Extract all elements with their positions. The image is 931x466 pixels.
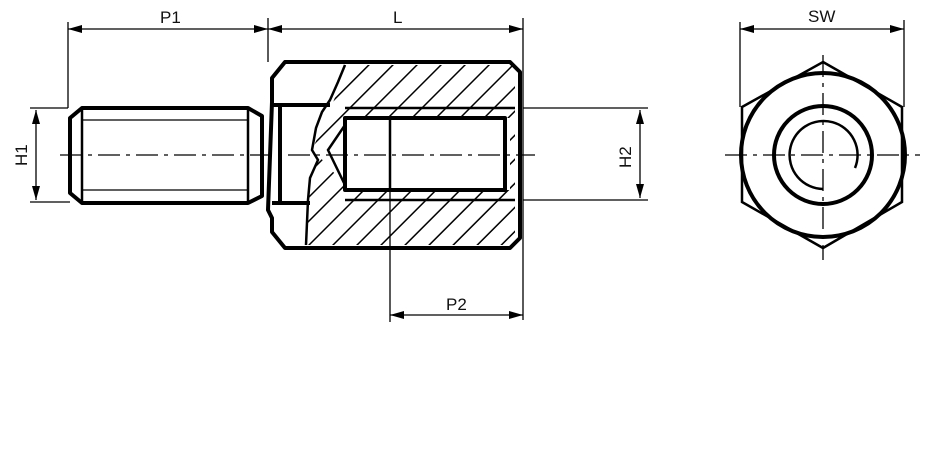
end-view: SW bbox=[725, 7, 920, 260]
dimension-sw: SW bbox=[739, 7, 905, 107]
dimension-h1: H1 bbox=[12, 107, 70, 203]
label-p1: P1 bbox=[160, 8, 181, 27]
dimension-h2: H2 bbox=[523, 107, 648, 201]
thread-arc bbox=[788, 119, 859, 191]
label-l: L bbox=[393, 8, 402, 27]
label-sw: SW bbox=[808, 7, 835, 26]
dimension-p1: P1 bbox=[67, 8, 269, 108]
side-view: P1 L H1 H2 P2 bbox=[12, 8, 648, 322]
male-thread-stud bbox=[68, 106, 264, 205]
label-p2: P2 bbox=[446, 295, 467, 314]
label-h2: H2 bbox=[616, 146, 635, 168]
dimension-l: L bbox=[268, 8, 524, 250]
dimension-p2: P2 bbox=[389, 190, 524, 322]
label-h1: H1 bbox=[12, 144, 31, 166]
